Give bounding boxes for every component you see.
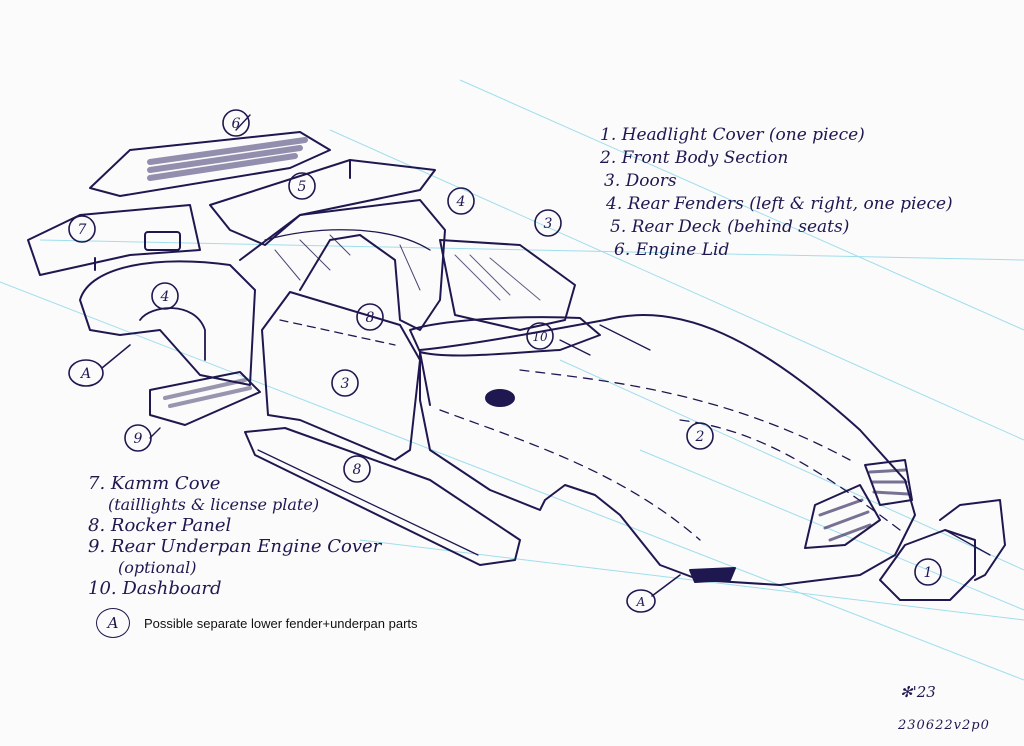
rear-underpan-part xyxy=(149,371,261,439)
legend-item: (taillights & license plate) xyxy=(108,495,320,514)
callout-8-upper: 8 xyxy=(366,310,375,326)
legend-bottom: 7. Kamm Cove (taillights & license plate… xyxy=(88,473,381,599)
callout-6: 6 xyxy=(232,116,241,132)
legend-item: 3. Doors xyxy=(604,171,677,191)
callout-circles xyxy=(68,109,942,613)
legend-item: 1. Headlight Cover (one piece) xyxy=(600,125,865,145)
callout-5: 5 xyxy=(298,179,307,195)
legend-item: 9. Rear Underpan Engine Cover xyxy=(88,536,382,557)
callout-3-right: 3 xyxy=(544,216,553,232)
paper-grid-lines xyxy=(0,79,1024,681)
legend-item: 8. Rocker Panel xyxy=(88,515,232,536)
legend-item: 5. Rear Deck (behind seats) xyxy=(610,217,850,237)
dashboard-part xyxy=(409,316,601,406)
legend-item: 6. Engine Lid xyxy=(614,240,730,260)
callout-10: 10 xyxy=(532,330,548,344)
headlight-cover-part xyxy=(879,499,1006,601)
signature: ✻'23 xyxy=(900,683,936,701)
legend-item: 2. Front Body Section xyxy=(600,148,789,168)
front-body-part xyxy=(419,313,916,586)
rocker-panel-part xyxy=(244,427,521,566)
callout-1: 1 xyxy=(924,565,933,581)
callout-8-lower: 8 xyxy=(353,462,362,478)
callout-a-left: A xyxy=(79,366,91,382)
legend-item: 7. Kamm Cove xyxy=(88,473,221,494)
left-door-part xyxy=(261,291,421,461)
right-door-part xyxy=(439,239,576,331)
kamm-cove-part xyxy=(27,204,201,276)
callout-3-left: 3 xyxy=(341,376,350,392)
callout-a-front: A xyxy=(636,595,646,609)
callout-2: 2 xyxy=(695,429,705,445)
callout-4-left: 4 xyxy=(160,289,170,305)
legend-item: 4. Rear Fenders (left & right, one piece… xyxy=(606,194,953,214)
note-text: Possible separate lower fender+underpan … xyxy=(144,616,418,631)
callout-7: 7 xyxy=(78,222,87,238)
callout-9: 9 xyxy=(134,431,143,447)
rear-deck-part xyxy=(209,159,436,246)
drawing-code: 230622v2p0 xyxy=(898,718,990,733)
engine-lid-part xyxy=(89,114,331,197)
left-rear-fender-part xyxy=(79,260,256,386)
legend-item: 10. Dashboard xyxy=(88,578,222,599)
legend-item: (optional) xyxy=(118,558,197,577)
legend-top: 1. Headlight Cover (one piece) 2. Front … xyxy=(600,124,953,262)
rear-fenders-part xyxy=(239,199,446,331)
note-marker: A xyxy=(96,608,130,638)
callout-4-right: 4 xyxy=(456,194,466,210)
